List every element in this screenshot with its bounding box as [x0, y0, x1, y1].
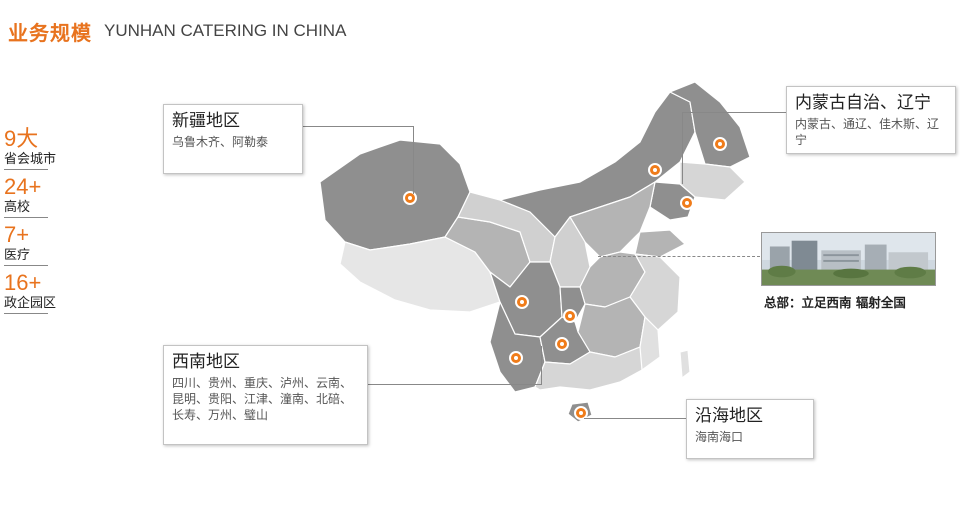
stat-divider [4, 169, 48, 170]
region-title: 内蒙古自治、辽宁 [795, 93, 931, 113]
region-title: 新疆地区 [172, 111, 240, 131]
stat-value: 24+ [4, 174, 42, 199]
map-pin-icon [680, 196, 694, 210]
map-pin-icon [563, 309, 577, 323]
leader-line [584, 418, 686, 419]
map-pin-icon [515, 295, 529, 309]
stat-divider [4, 265, 48, 266]
region-desc: 海南海口 [695, 430, 744, 444]
hq-leader-line [598, 256, 760, 257]
stat-label: 高校 [4, 200, 31, 215]
map-region-heilongjiang [669, 81, 751, 168]
stat-provincial-capitals: 9大 省会城市 [4, 128, 56, 170]
page-title: 业务规模 [8, 21, 92, 45]
region-title: 西南地区 [172, 352, 240, 372]
page-subtitle: YUNHAN CATERING IN CHINA [104, 21, 347, 40]
map-pin-icon [574, 406, 588, 420]
map-pin-icon [713, 137, 727, 151]
map-region-shandong [634, 229, 686, 258]
stat-medical: 7+ 医疗 [4, 224, 56, 266]
map-region-south [534, 346, 643, 391]
region-desc: 乌鲁木齐、阿勒泰 [172, 135, 269, 149]
map-pin-icon [555, 337, 569, 351]
map-pin-icon [648, 163, 662, 177]
stat-divider [4, 313, 48, 314]
region-card-xinan: 西南地区 四川、贵州、重庆、泸州、云南、昆明、贵阳、江津、潼南、北碚、长寿、万州… [163, 345, 368, 445]
stat-parks: 16+ 政企园区 [4, 272, 56, 314]
stat-divider [4, 217, 48, 218]
leader-line [368, 384, 542, 385]
region-card-yanhai: 沿海地区 海南海口 [686, 399, 814, 459]
headquarters-caption: 总部：立足西南 辐射全国 [764, 295, 906, 310]
stat-label: 政企园区 [4, 296, 57, 311]
headquarters-photo [761, 232, 936, 286]
leader-line [413, 126, 414, 194]
leader-line [682, 112, 683, 184]
stat-value: 9大 [4, 126, 39, 151]
region-desc: 四川、贵州、重庆、泸州、云南、昆明、贵阳、江津、潼南、北碚、长寿、万州、璧山 [172, 376, 353, 422]
map-pin-icon [509, 351, 523, 365]
map-region-taiwan [679, 349, 691, 379]
stat-universities: 24+ 高校 [4, 176, 56, 218]
region-desc: 内蒙古、通辽、佳木斯、辽宁 [795, 117, 940, 147]
stat-value: 7+ [4, 222, 30, 247]
stat-label: 省会城市 [4, 152, 57, 167]
stat-label: 医疗 [4, 248, 31, 263]
leader-line [302, 126, 414, 127]
map-pin-icon [403, 191, 417, 205]
china-map [319, 81, 751, 423]
region-card-xinjiang: 新疆地区 乌鲁木齐、阿勒泰 [163, 104, 303, 174]
region-title: 沿海地区 [695, 406, 763, 426]
stat-value: 16+ [4, 270, 42, 295]
leader-line [682, 112, 786, 113]
leader-line [541, 346, 542, 384]
region-card-neimenggu: 内蒙古自治、辽宁 内蒙古、通辽、佳木斯、辽宁 [786, 86, 956, 154]
